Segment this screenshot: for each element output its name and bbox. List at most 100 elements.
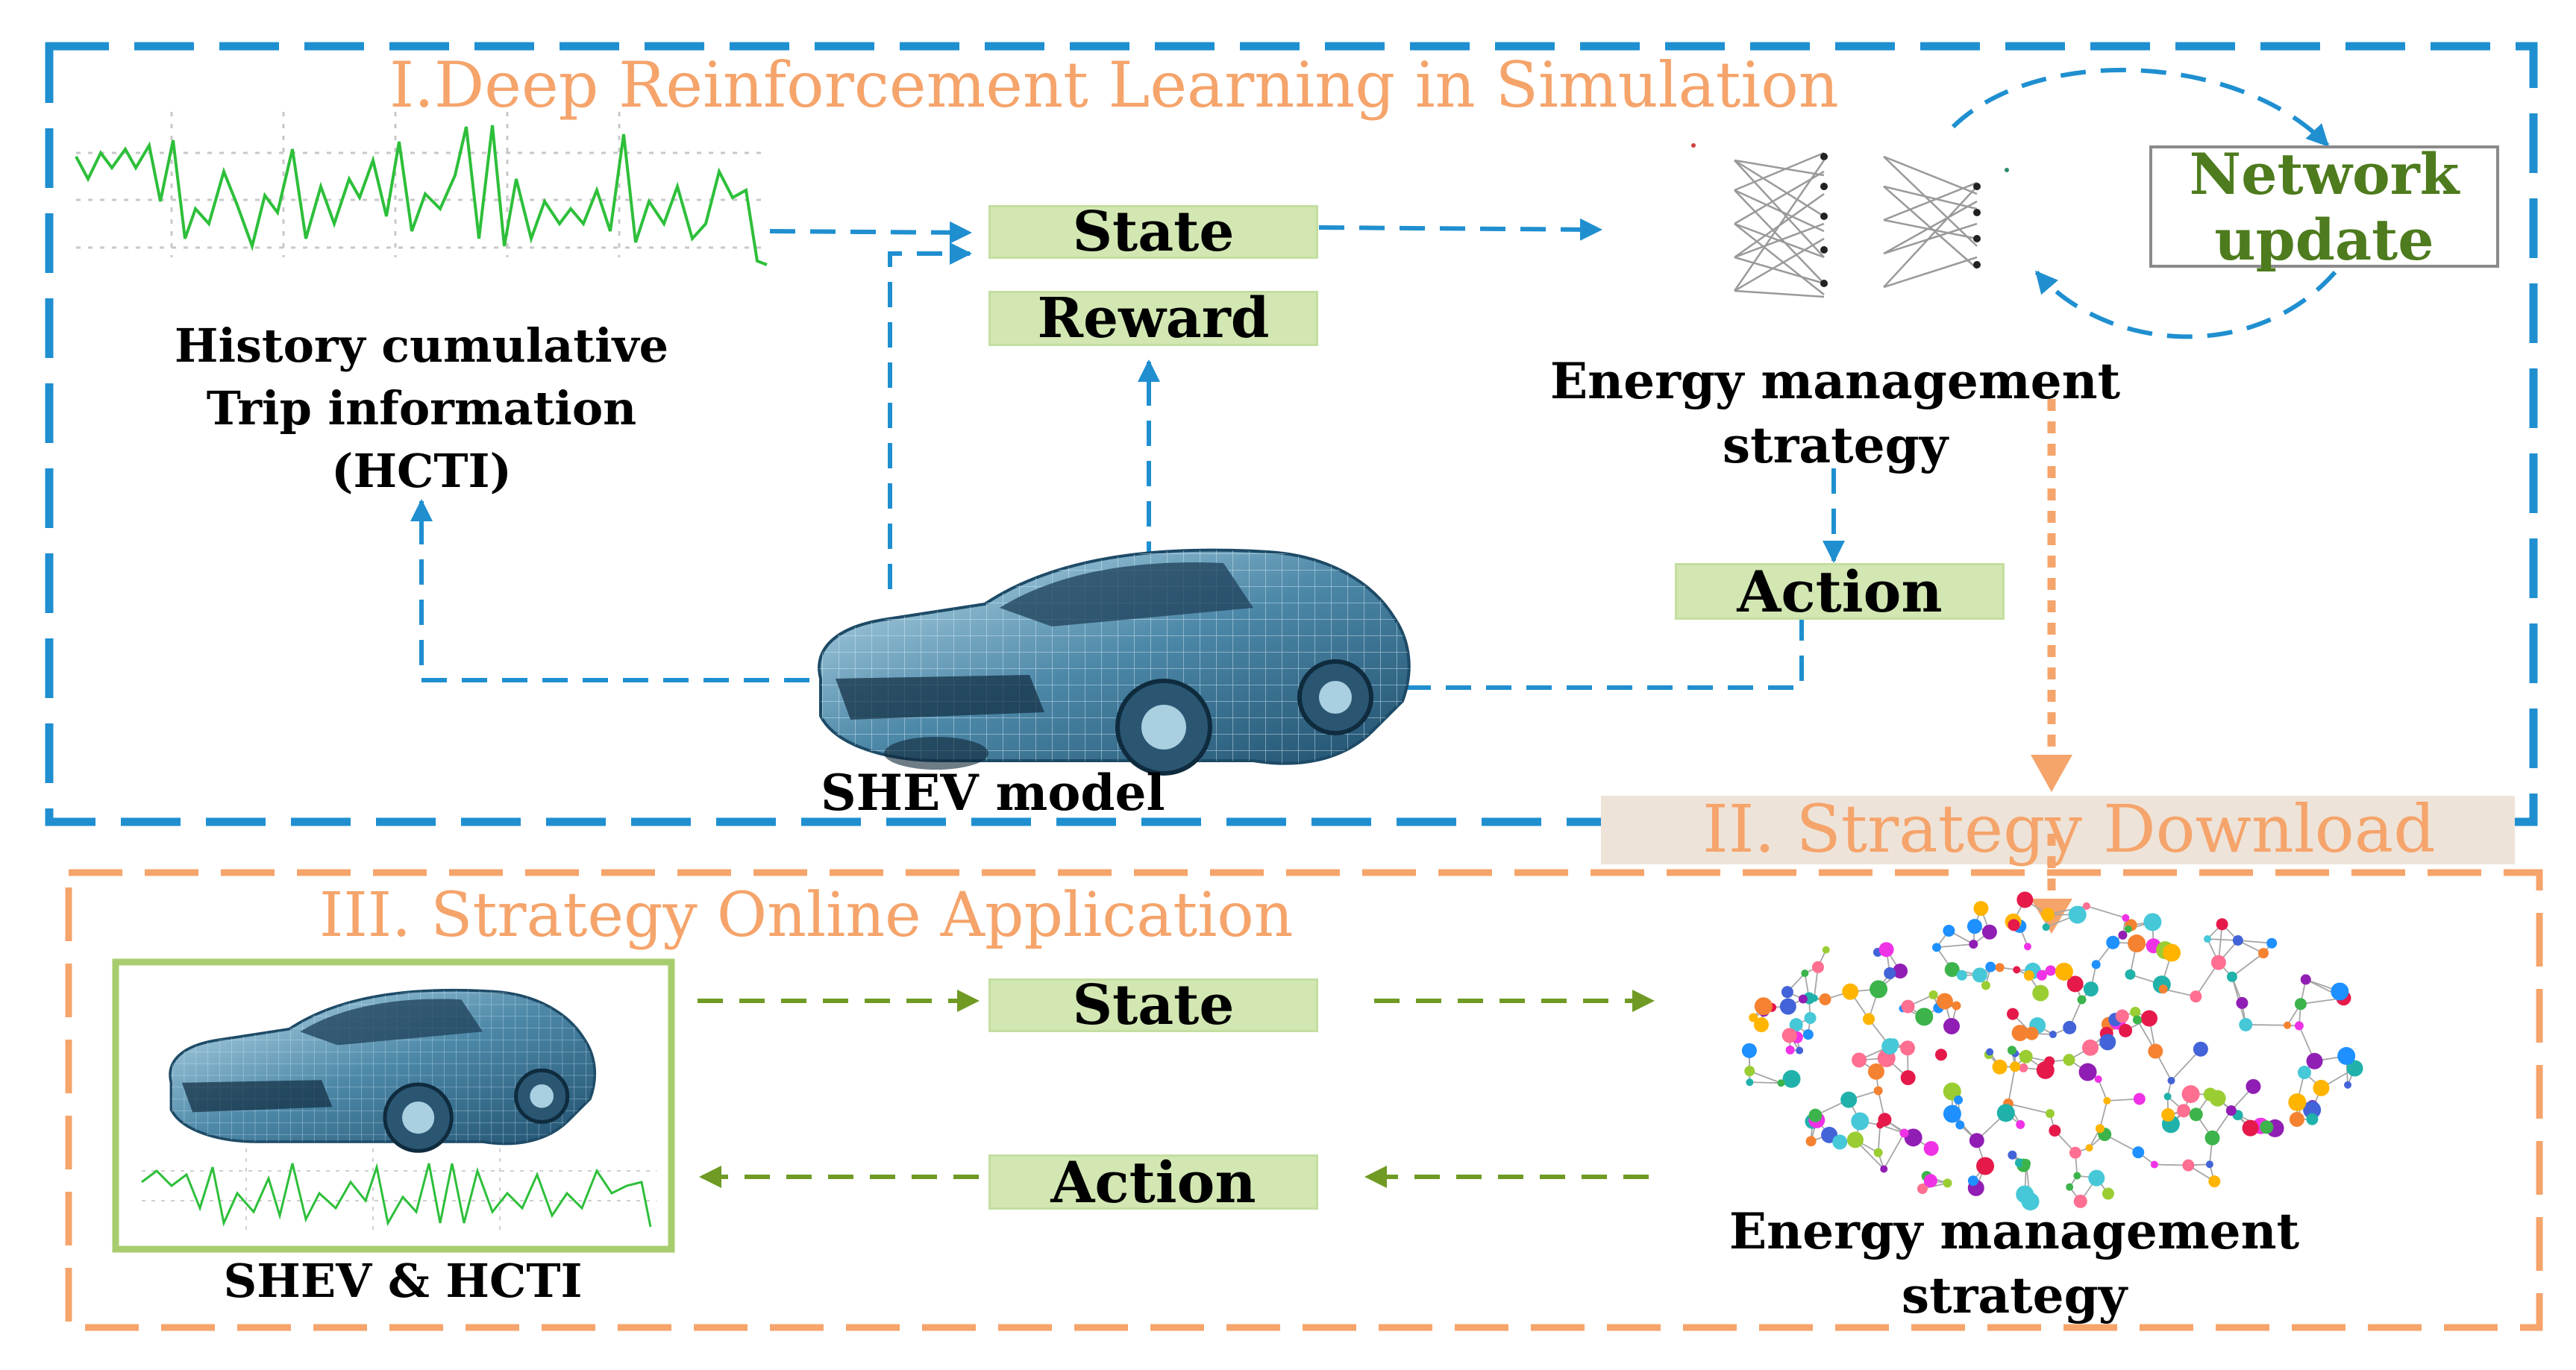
brain-node [2204,935,2212,943]
brain-node [2040,908,2055,922]
brain-node [2088,1169,2105,1187]
brain-node [1976,1157,1995,1175]
brain-node [2122,914,2130,922]
brain-node [2181,1085,2200,1104]
brain-node [2042,923,2050,931]
brain-node [2019,1049,2033,1063]
brain-node [1796,1046,1804,1055]
brain-node [1811,961,1824,973]
arrow-state-to-ems [1318,218,1602,241]
ems-online-label-line-1: Energy management [1729,1202,2300,1260]
brain-node [1952,1001,1961,1011]
brain-node [1943,1105,1961,1123]
reward-box: Reward [988,286,1318,351]
brain-node [2073,1194,2087,1208]
action-box-online: Action [988,1149,1318,1216]
brain-node [2257,948,2269,959]
brain-node [2095,1124,2105,1134]
brain-node [2128,934,2146,953]
brain-node [2205,1160,2213,1169]
hcti-label-line-1: History cumulative [174,318,669,373]
brain-node [1954,1095,1964,1105]
brain-node [2081,1039,2099,1056]
brain-node [2294,1021,2304,1031]
brain-node [1943,1178,1952,1188]
brain-node [1923,1174,1937,1188]
section2-title: II. Strategy Download [1702,791,2436,867]
brain-network-icon [1741,891,2363,1211]
network-update-line-2: update [2214,207,2434,273]
brain-link [2097,1078,2108,1102]
brain-link [2086,905,2126,919]
section3-title: III. Strategy Online Application [319,880,1294,951]
brain-node [1881,1038,1899,1055]
shev-model-label: SHEV model [821,764,1165,822]
action-box: Action [1675,559,2005,625]
brain-node [1798,994,1808,1004]
brain-node [1915,1008,1934,1026]
brain-node [2016,891,2034,908]
arrow-network-to-update [1951,67,2330,148]
brain-node [1996,1104,2015,1122]
brain-node [1782,1069,1801,1088]
reward-label: Reward [1037,286,1270,351]
brain-node [1981,924,1997,940]
shev-car-mini-icon [169,988,597,1153]
brain-node [1943,924,1955,937]
arrow-update-to-network [2034,270,2337,339]
section1-title: I.Deep Reinforcement Learning in Simulat… [389,48,1839,122]
brain-node [2077,995,2087,1005]
brain-node [2119,1023,2133,1037]
brain-node [2150,1160,2158,1169]
network-icon [1691,143,2009,298]
brain-node [2189,1107,2203,1122]
brain-node [1781,1028,1797,1043]
brain-node [1802,1029,1814,1040]
brain-node [2177,1104,2191,1118]
brain-node [2016,1119,2025,1129]
hcti-waveform [75,112,768,266]
brain-link [1877,1125,1881,1153]
brain-node [2294,998,2307,1011]
brain-node [2239,1017,2253,1031]
brain-node [2045,965,2056,976]
brain-node [1749,1013,1758,1022]
network-update-label: Network update [2151,142,2498,273]
ems-label-line-2: strategy [1722,416,1949,474]
brain-node [2013,966,2021,974]
brain-node [2313,1079,2330,1096]
brain-node [2021,1193,2040,1211]
brain-node [2014,1158,2024,1168]
ems-label-line-1: Energy management [1549,352,2121,410]
shev-car-icon [818,548,1411,776]
brain-link [1883,1132,1905,1169]
brain-node [1753,1017,1769,1033]
brain-node [1754,997,1773,1016]
brain-node [2132,1015,2142,1025]
brain-node [2288,1093,2307,1111]
brain-node [2063,1020,2077,1034]
brain-node [1943,1018,1960,1035]
brain-node [1899,1128,1909,1138]
brain-node [1785,1045,1795,1055]
brain-node [2158,984,2168,994]
brain-node [2132,1146,2145,1159]
state-box-online: State [988,973,1318,1037]
brain-node [2085,1144,2093,1152]
brain-node [2049,1125,2061,1137]
state-label: State [1072,200,1235,264]
brain-node [2124,925,2132,933]
brain-node [2073,1172,2081,1180]
brain-node [1986,1048,1994,1056]
section1-frame [45,42,2538,826]
brain-node [2260,1120,2274,1134]
arrow-car-to-state [888,242,972,589]
brain-node [2025,1026,2039,1040]
arrow-hcti-to-state [769,221,972,244]
brain-node [1900,1070,1916,1086]
brain-node [2246,1078,2261,1094]
brain-node [2078,1063,2097,1081]
brain-node [1967,1175,1978,1187]
hcti-label-line-3: (HCTI) [331,444,512,498]
brain-node [2008,919,2020,931]
